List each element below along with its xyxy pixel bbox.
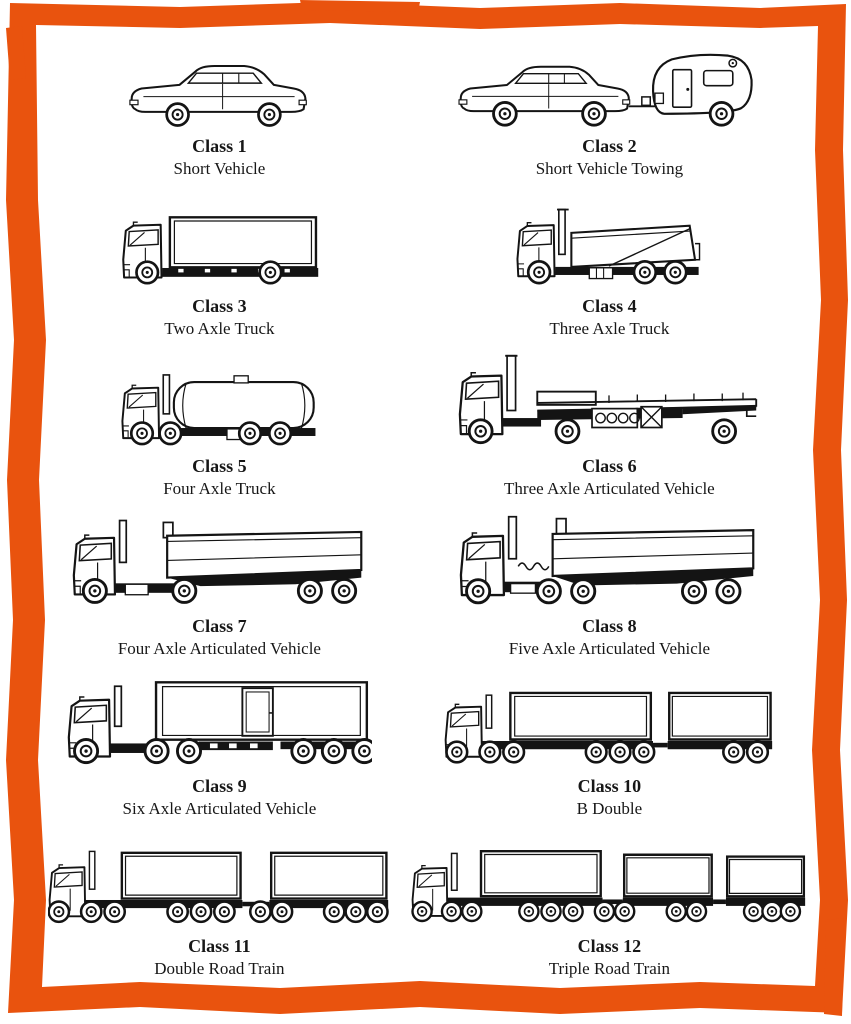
class-label: Class 6: [582, 456, 637, 477]
class-label: Class 8: [582, 616, 637, 637]
class-label: Class 3: [192, 296, 247, 317]
vehicle-class-cell-5: Class 5 Four Axle Truck: [40, 346, 399, 506]
car-towing-caravan-illustration: [458, 35, 760, 133]
class-description: Triple Road Train: [548, 958, 670, 978]
class-description: Short Vehicle: [173, 158, 266, 178]
vehicle-class-cell-2: Class 2 Short Vehicle Towing: [399, 26, 820, 186]
class-description: Double Road Train: [154, 958, 285, 978]
double-road-train-illustration: [48, 837, 390, 932]
class-label: Class 1: [192, 136, 247, 157]
classification-grid: Class 1 Short Vehicle Class: [40, 26, 820, 986]
class-label: Class 12: [577, 936, 642, 957]
three-axle-tipper-truck-illustration: [514, 197, 704, 292]
class-description: B Double: [576, 798, 643, 818]
vehicle-class-cell-10: Class 10 B Double: [399, 666, 820, 826]
class-description: Five Axle Articulated Vehicle: [508, 638, 711, 658]
class-label: Class 5: [192, 456, 247, 477]
vehicle-class-cell-6: Class 6 Three Axle Articulated Vehicle: [399, 346, 820, 506]
class-description: Short Vehicle Towing: [535, 158, 684, 178]
triple-road-train-illustration: [411, 835, 807, 933]
class-label: Class 10: [577, 776, 642, 797]
vehicle-class-cell-9: Class 9 Six Axle Articulated Vehicle: [40, 666, 399, 826]
vehicle-class-cell-11: Class 11 Double Road Train: [40, 826, 399, 986]
class-label: Class 9: [192, 776, 247, 797]
class-description: Two Axle Truck: [164, 318, 275, 338]
vehicle-class-cell-7: Class 7 Four Axle Articulated Vehicle: [40, 506, 399, 666]
vehicle-class-cell-4: Class 4 Three Axle Truck: [399, 186, 820, 346]
vehicle-class-cell-8: Class 8 Five Axle Articulated Vehicle: [399, 506, 820, 666]
two-axle-box-truck-illustration: [118, 198, 320, 292]
b-double-illustration: [444, 675, 774, 772]
four-axle-articulated-vehicle-illustration: [72, 511, 367, 612]
class-description: Six Axle Articulated Vehicle: [122, 798, 317, 818]
class-description: Three Axle Articulated Vehicle: [504, 478, 715, 498]
class-description: Four Axle Articulated Vehicle: [117, 638, 321, 658]
class-label: Class 4: [582, 296, 637, 317]
class-label: Class 7: [192, 616, 247, 637]
four-axle-tanker-truck-illustration: [119, 359, 319, 453]
vehicle-class-cell-12: Class 12 Triple Road Train: [399, 826, 820, 986]
class-description: Four Axle Truck: [163, 478, 276, 498]
vehicle-class-cell-1: Class 1 Short Vehicle: [40, 26, 399, 186]
class-label: Class 11: [188, 936, 251, 957]
six-axle-articulated-vehicle-illustration: [67, 671, 372, 772]
class-label: Class 2: [582, 136, 637, 157]
vehicle-class-cell-3: Class 3 Two Axle Truck: [40, 186, 399, 346]
three-axle-articulated-flatbed-illustration: [458, 352, 760, 452]
five-axle-articulated-vehicle-illustration: [459, 511, 759, 612]
short-vehicle-illustration: [129, 39, 309, 133]
class-description: Three Axle Truck: [549, 318, 670, 338]
